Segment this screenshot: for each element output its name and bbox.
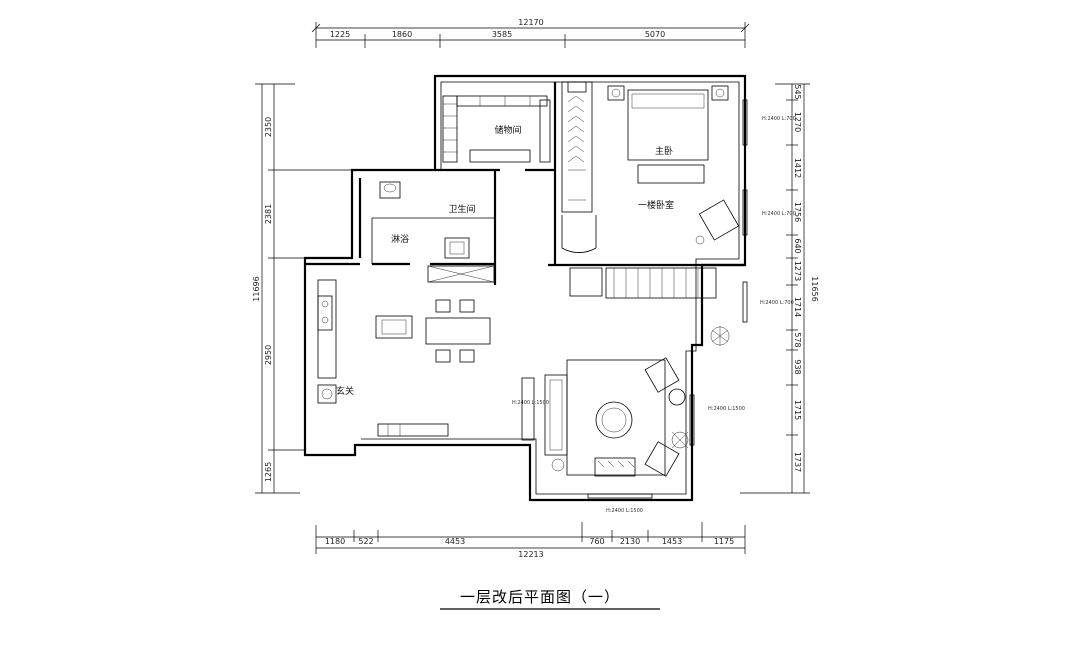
right-segment-dimension: 545: [793, 84, 802, 99]
top-segment-dimension: 5070: [645, 30, 665, 39]
right-segment-dimension: 1756: [793, 202, 802, 222]
window-tags: H:2400 L:700 H:2400 L:700 H:2400 L:700 H…: [512, 116, 796, 514]
window-tag: H:2400 L:1500: [606, 508, 643, 514]
left-segment-dimension: 2950: [264, 345, 273, 365]
right-segment-dimension: 1714: [793, 297, 802, 317]
right-segment-dimension: 640: [793, 238, 802, 253]
bottom-segment-dimension: 760: [589, 537, 604, 546]
left-total-dimension: 11696: [252, 276, 261, 301]
exterior-walls: [303, 74, 747, 502]
shower-label: 淋浴: [391, 233, 409, 245]
interior-walls: [305, 82, 745, 285]
right-segment-dimension: 1270: [793, 112, 802, 132]
bottom-segment-dimension: 1453: [662, 537, 682, 546]
entrance-label: 玄关: [336, 385, 354, 397]
bottom-dimension-chain: 1180 522 4453 760 2130 1453 1175 12213: [315, 522, 746, 559]
right-segment-dimension: 1737: [793, 452, 802, 472]
master-bedroom-label: 主卧: [655, 145, 673, 157]
bottom-segment-dimension: 4453: [445, 537, 465, 546]
right-segment-dimension: 938: [793, 359, 802, 374]
bathroom-label: 卫生间: [448, 203, 475, 215]
storage-room: 储物间: [442, 95, 551, 163]
stair-and-cabinets: [569, 267, 748, 346]
storage-room-label: 储物间: [494, 124, 521, 136]
window-tag: H:2400 L:1500: [512, 400, 549, 406]
living-room: [521, 357, 695, 499]
right-segment-dimension: 1715: [793, 400, 802, 420]
bottom-segment-dimension: 1175: [714, 537, 734, 546]
bedroom-label: 一楼卧室: [638, 199, 674, 211]
window-tag: H:2400 L:700: [760, 300, 794, 306]
right-segment-dimension: 578: [793, 332, 802, 347]
top-total-dimension: 12170: [518, 18, 543, 27]
drawing-title-block: 一层改后平面图（一）: [440, 588, 660, 610]
window-tag: H:2400 L:700: [762, 116, 796, 122]
right-dimension-chain: 11656 545 1270 1412 1756 640 1273 1714 5…: [740, 83, 819, 494]
kitchen-dining: 玄关: [317, 265, 495, 437]
left-segment-dimension: 2381: [264, 204, 273, 224]
bottom-segment-dimension: 2130: [620, 537, 640, 546]
bottom-segment-dimension: 522: [358, 537, 373, 546]
window-tag: H:2400 L:1500: [708, 406, 745, 412]
drawing-title: 一层改后平面图（一）: [460, 588, 620, 606]
top-segment-dimension: 1860: [392, 30, 412, 39]
bottom-segment-dimension: 1180: [325, 537, 345, 546]
bathroom: 卫生间 淋浴: [379, 181, 476, 259]
left-dimension-chain: 11696 2350 2381 2950 1265: [252, 83, 352, 494]
top-segment-dimension: 1225: [330, 30, 350, 39]
top-dimension-chain: 12170 1225 1860 3585 5070: [311, 18, 750, 48]
right-total-dimension: 11656: [810, 276, 819, 301]
right-segment-dimension: 1412: [793, 158, 802, 178]
right-segment-dimension: 1273: [793, 261, 802, 281]
bottom-total-dimension: 12213: [518, 550, 543, 559]
left-segment-dimension: 1265: [264, 462, 273, 482]
window-tag: H:2400 L:700: [762, 211, 796, 217]
master-bedroom: 主卧 一楼卧室: [561, 81, 748, 253]
top-segment-dimension: 3585: [492, 30, 512, 39]
left-segment-dimension: 2350: [264, 117, 273, 137]
